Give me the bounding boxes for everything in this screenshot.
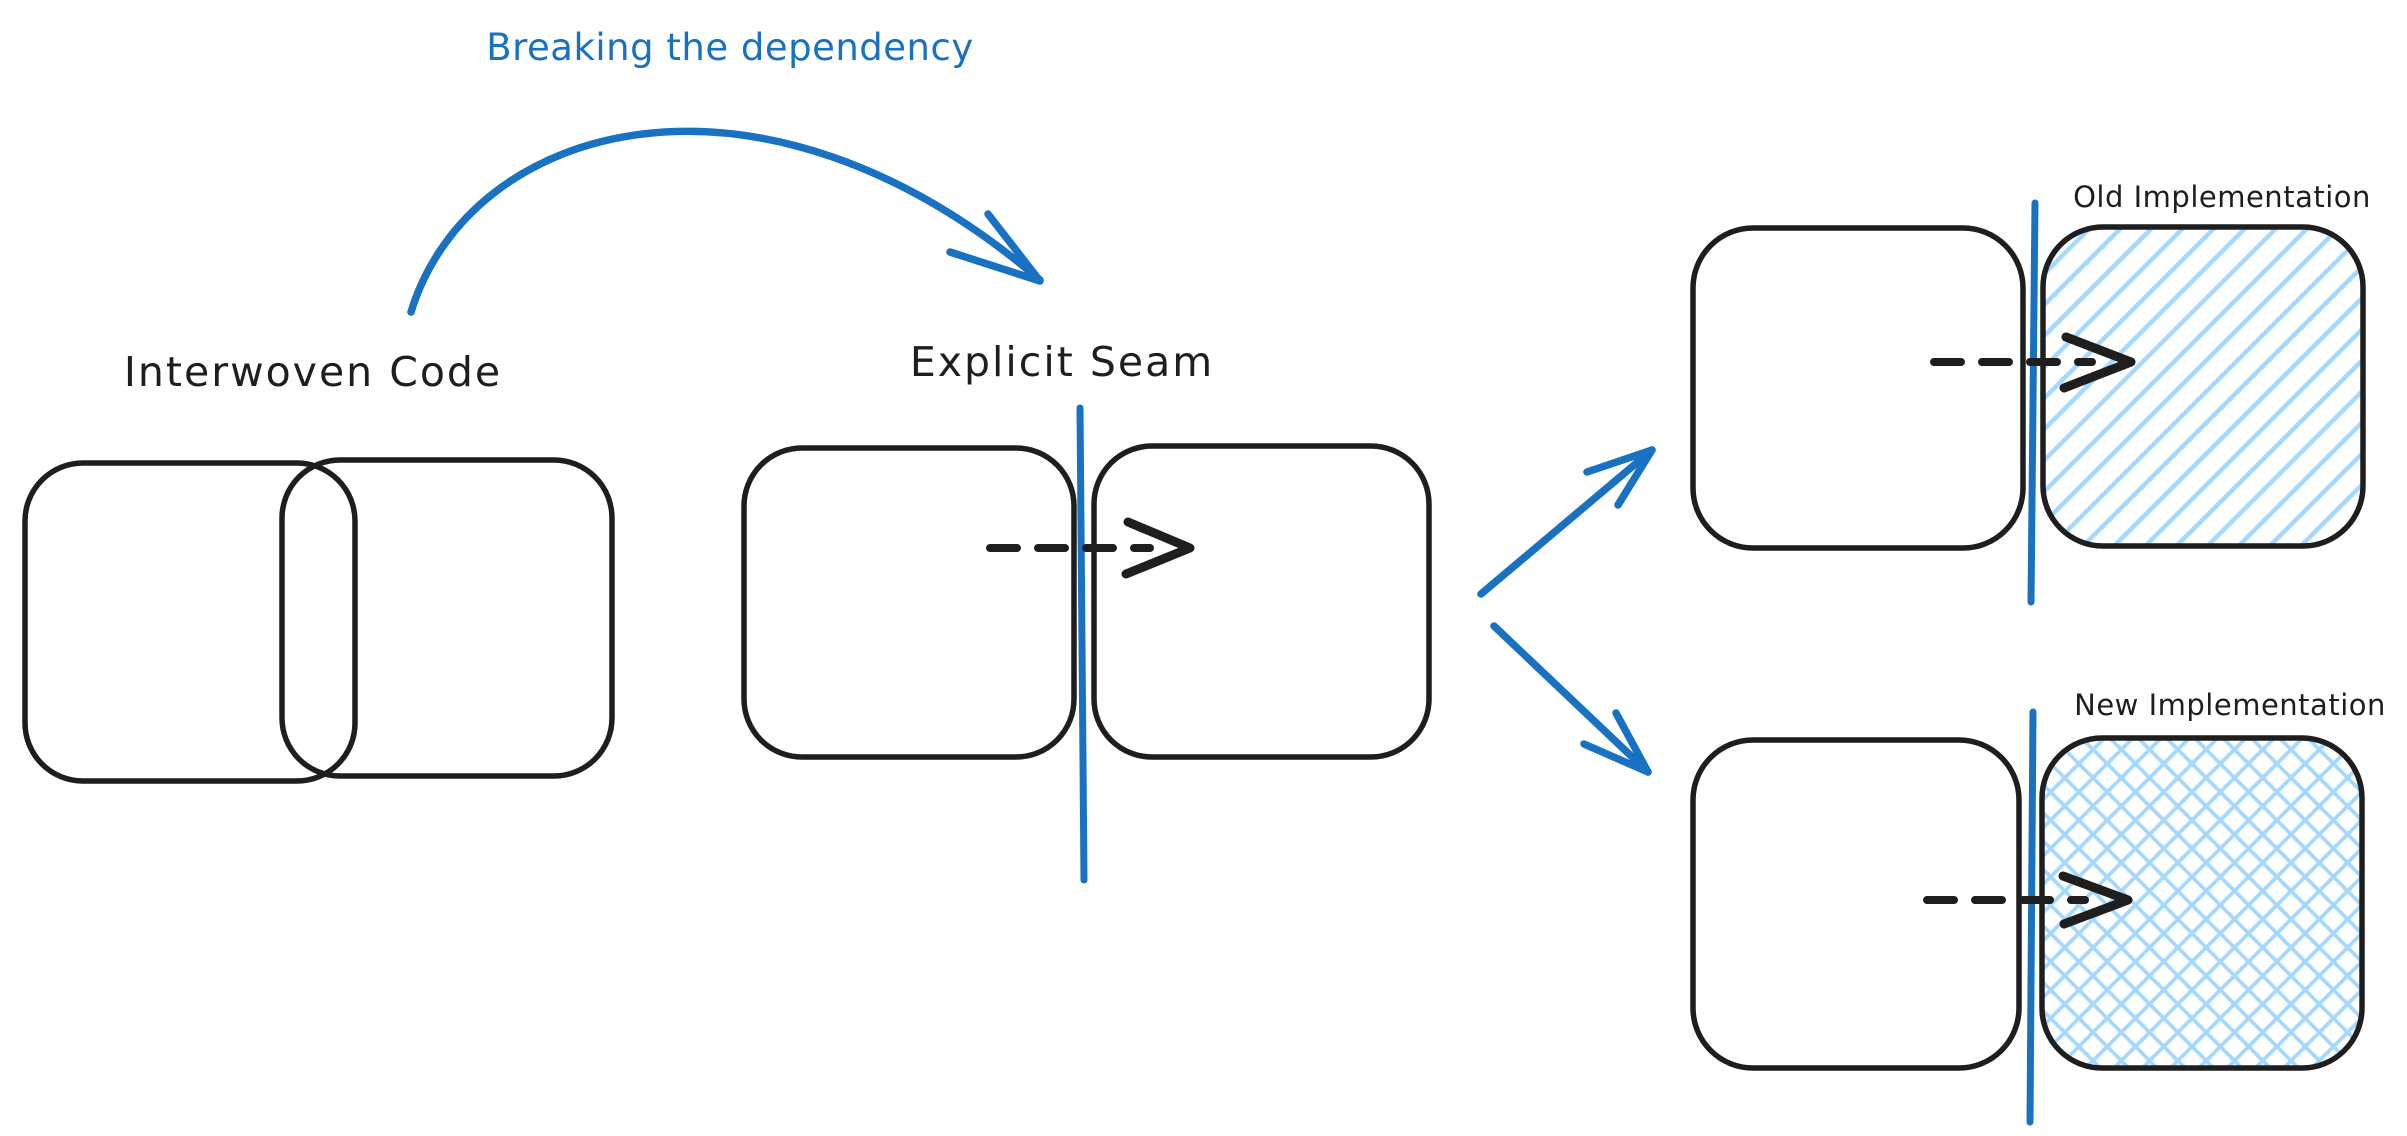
interwoven-right-box: [279, 457, 615, 779]
dependency-arrowhead: [1121, 517, 1195, 579]
old-seam-line: [2027, 199, 2039, 606]
branch-arrow-new-shaft: [1490, 622, 1652, 776]
new-implementation-group: [1690, 708, 2365, 1126]
seam-line: [1076, 404, 1088, 884]
seam-right-box: [1091, 443, 1432, 760]
old-right-box-hatched: [2040, 224, 2366, 549]
interwoven-code-label: Interwoven Code: [123, 348, 503, 396]
explicit-seam-group: [741, 404, 1432, 884]
seam-left-box: [741, 445, 1077, 760]
branch-arrow-new: [1490, 622, 1652, 776]
new-implementation-label: New Implementation: [2074, 688, 2386, 722]
new-right-box-hatched: [2039, 735, 2365, 1071]
old-arrowhead: [2059, 332, 2136, 393]
curved-arrow-head: [946, 210, 1044, 285]
new-left-box: [1690, 737, 2022, 1071]
curved-arrow-shaft: [407, 127, 1044, 316]
explicit-seam-label: Explicit Seam: [909, 338, 1215, 386]
branch-arrow-old-head: [1583, 446, 1656, 509]
diagram-title: Breaking the dependency: [486, 26, 974, 69]
breaking-dependency-arrow: [407, 127, 1044, 316]
branch-arrow-new-head: [1580, 709, 1652, 776]
old-left-box: [1690, 225, 2026, 551]
branch-arrow-old-shaft: [1477, 446, 1656, 598]
interwoven-code-group: [22, 457, 615, 784]
old-implementation-group: [1690, 199, 2366, 606]
new-seam-line: [2026, 708, 2037, 1126]
old-implementation-label: Old Implementation: [2073, 180, 2371, 214]
interwoven-left-box: [22, 460, 358, 784]
new-arrowhead: [2058, 871, 2133, 929]
branch-arrow-old: [1477, 446, 1656, 598]
